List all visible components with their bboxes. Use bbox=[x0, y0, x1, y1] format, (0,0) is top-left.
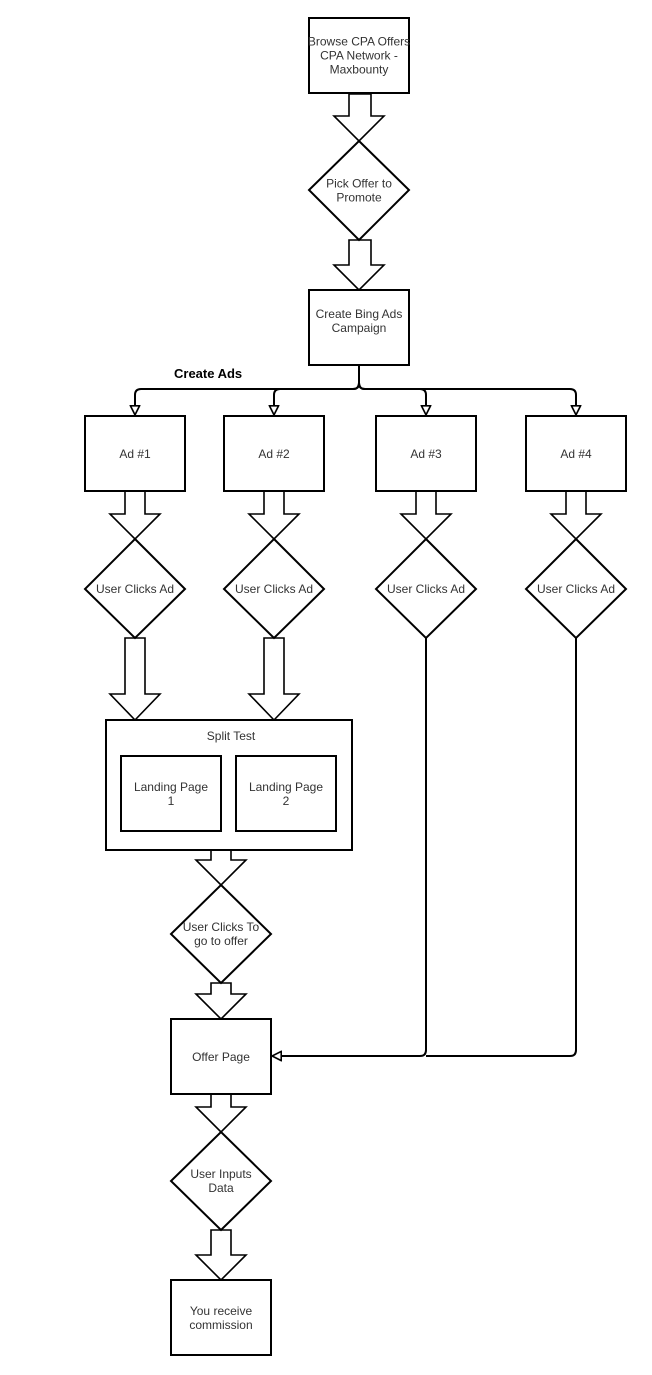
landing2-box bbox=[235, 755, 337, 832]
block-arrow-offer-to-inputs bbox=[194, 1093, 248, 1134]
ad2-label: Ad #2 bbox=[258, 447, 290, 461]
click1-label: User Clicks Ad bbox=[96, 582, 174, 596]
commission-box bbox=[170, 1279, 272, 1356]
ad1-label: Ad #1 bbox=[119, 447, 151, 461]
block-arrow-click2-to-split bbox=[247, 637, 301, 722]
block-arrow-ad2-to-click2 bbox=[247, 490, 301, 541]
create-ads-edge-label: Create Ads bbox=[174, 366, 242, 381]
block-arrow-inputs-to-commission bbox=[194, 1229, 248, 1282]
ad3-label: Ad #3 bbox=[410, 447, 442, 461]
block-arrow-pick-to-campaign bbox=[332, 239, 386, 292]
block-arrow-click1-to-split bbox=[108, 637, 162, 722]
block-arrow-split-to-clicks-offer bbox=[194, 849, 248, 887]
ad3-box bbox=[375, 415, 477, 492]
pick-offer-diamond bbox=[307, 139, 411, 242]
edge-campaign-to-ad2 bbox=[274, 365, 360, 414]
click3-label: User Clicks Ad bbox=[387, 582, 465, 596]
block-arrow-ad3-to-click3 bbox=[399, 490, 453, 541]
ad2-box bbox=[223, 415, 325, 492]
user-inputs-diamond bbox=[169, 1130, 273, 1232]
block-arrow-browse-to-pick bbox=[332, 93, 386, 143]
click4-diamond bbox=[524, 537, 628, 640]
click4-label: User Clicks Ad bbox=[537, 582, 615, 596]
offer-page-box bbox=[170, 1018, 272, 1095]
landing1-box bbox=[120, 755, 222, 832]
click2-label: User Clicks Ad bbox=[235, 582, 313, 596]
split-test-label: Split Test bbox=[207, 729, 256, 743]
click1-diamond bbox=[83, 537, 187, 640]
ad1-box bbox=[84, 415, 186, 492]
edge-click4-to-offer bbox=[426, 638, 577, 1057]
browse-offers-box bbox=[308, 17, 410, 94]
click2-diamond bbox=[222, 537, 326, 640]
block-arrow-ad4-to-click4 bbox=[549, 490, 603, 541]
ad4-label: Ad #4 bbox=[560, 447, 592, 461]
clicks-offer-diamond bbox=[169, 883, 273, 985]
edge-campaign-to-ad4 bbox=[358, 365, 576, 414]
click3-diamond bbox=[374, 537, 478, 640]
offer-page-label: Offer Page bbox=[192, 1050, 250, 1064]
create-campaign-box bbox=[308, 289, 410, 366]
block-arrow-ad1-to-click1 bbox=[108, 490, 162, 541]
edge-click3-to-offer bbox=[273, 638, 427, 1056]
ad4-box bbox=[525, 415, 627, 492]
block-arrow-clicks-offer-to-offer bbox=[194, 982, 248, 1021]
